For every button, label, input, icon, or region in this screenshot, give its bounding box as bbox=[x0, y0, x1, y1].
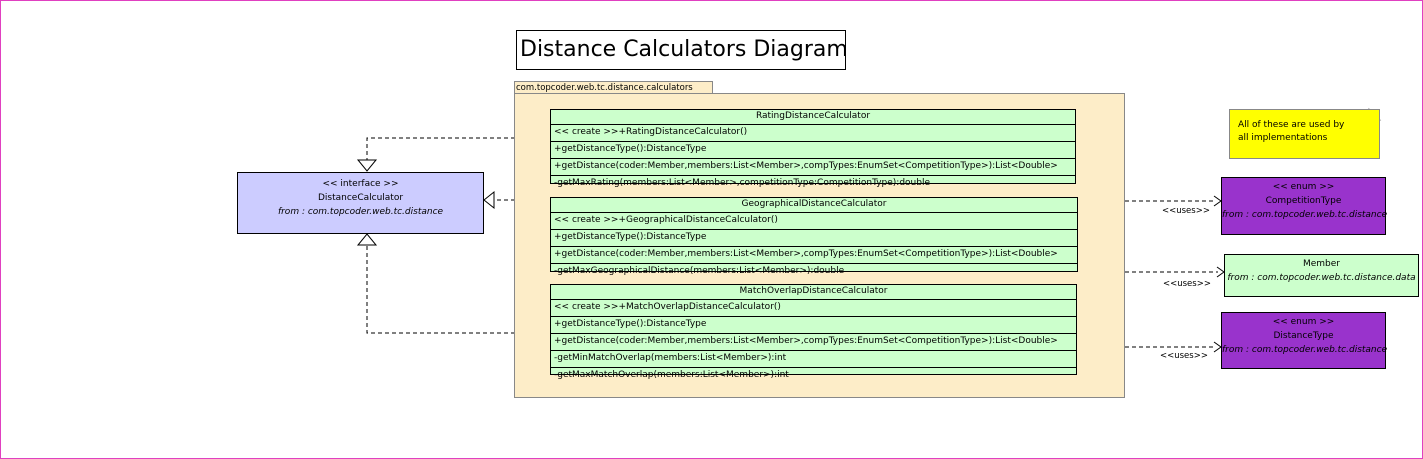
class-member: +getDistance(coder:Member,members:List<M… bbox=[551, 159, 1075, 176]
enum-from: from : com.topcoder.web.tc.distance bbox=[1222, 345, 1388, 355]
uses-label-member: <<uses>> bbox=[1163, 279, 1211, 289]
uses-label-competition-type: <<uses>> bbox=[1162, 206, 1210, 216]
realization-arrowhead-bottom bbox=[356, 233, 378, 246]
class-member: +getDistanceType():DistanceType bbox=[551, 230, 1077, 247]
class-member: +getDistanceType():DistanceType bbox=[551, 317, 1076, 334]
enum-stereotype: << enum >> bbox=[1272, 182, 1335, 192]
class-member: -getMaxGeographicalDistance(members:List… bbox=[554, 266, 845, 276]
diagram-title: Distance Calculators Diagram bbox=[516, 30, 848, 70]
class-member-box: Member from : com.topcoder.web.tc.distan… bbox=[1224, 254, 1419, 297]
enum-competition-type: << enum >> CompetitionType from : com.to… bbox=[1221, 177, 1388, 235]
interface-name: DistanceCalculator bbox=[317, 193, 404, 203]
note-line: all implementations bbox=[1238, 133, 1328, 143]
class-rating-distance-calculator: RatingDistanceCalculator << create >>+Ra… bbox=[550, 109, 1076, 188]
interface-stereotype: << interface >> bbox=[322, 179, 399, 189]
enum-distance-type: << enum >> DistanceType from : com.topco… bbox=[1221, 312, 1388, 369]
realization-matchoverlap bbox=[366, 245, 550, 334]
note: All of these are used by all implementat… bbox=[1229, 109, 1380, 159]
class-member: << create >>+GeographicalDistanceCalcula… bbox=[551, 213, 1077, 230]
class-member: << create >>+RatingDistanceCalculator() bbox=[551, 125, 1075, 142]
class-geographical-distance-calculator: GeographicalDistanceCalculator << create… bbox=[550, 197, 1078, 276]
uses-arrowhead-distance-type bbox=[1213, 341, 1222, 353]
enum-stereotype: << enum >> bbox=[1272, 317, 1335, 327]
class-name: MatchOverlapDistanceCalculator bbox=[551, 285, 1076, 300]
realization-rating bbox=[366, 137, 550, 160]
member-name: Member bbox=[1302, 259, 1341, 269]
class-member: -getMaxRating(members:List<Member>,compe… bbox=[554, 178, 931, 188]
member-from: from : com.topcoder.web.tc.distance.data bbox=[1227, 273, 1416, 283]
uses-arrowhead-member bbox=[1216, 266, 1225, 278]
enum-from: from : com.topcoder.web.tc.distance bbox=[1222, 210, 1388, 220]
class-name: RatingDistanceCalculator bbox=[551, 110, 1075, 125]
package-name-tab: com.topcoder.web.tc.distance.calculators bbox=[514, 81, 713, 94]
class-member: << create >>+MatchOverlapDistanceCalcula… bbox=[551, 300, 1076, 317]
realization-arrowhead-left bbox=[483, 190, 495, 210]
interface-from: from : com.topcoder.web.tc.distance bbox=[277, 207, 444, 217]
note-line: All of these are used by bbox=[1238, 120, 1345, 130]
realization-arrowhead-top bbox=[356, 159, 378, 172]
class-match-overlap-distance-calculator: MatchOverlapDistanceCalculator << create… bbox=[550, 284, 1077, 380]
enum-name: CompetitionType bbox=[1265, 196, 1342, 206]
class-name: GeographicalDistanceCalculator bbox=[551, 198, 1077, 213]
enum-name: DistanceType bbox=[1273, 331, 1334, 341]
class-member: -getMaxMatchOverlap(members:List<Member>… bbox=[554, 370, 789, 380]
uses-arrowhead-competition-type bbox=[1213, 195, 1222, 207]
class-member: +getDistance(coder:Member,members:List<M… bbox=[551, 247, 1077, 264]
interface-distance-calculator: << interface >> DistanceCalculator from … bbox=[237, 172, 484, 234]
class-member: -getMinMatchOverlap(members:List<Member>… bbox=[551, 351, 1076, 368]
uses-label-distance-type: <<uses>> bbox=[1160, 351, 1208, 361]
class-member: +getDistance(coder:Member,members:List<M… bbox=[551, 334, 1076, 351]
class-member: +getDistanceType():DistanceType bbox=[551, 142, 1075, 159]
